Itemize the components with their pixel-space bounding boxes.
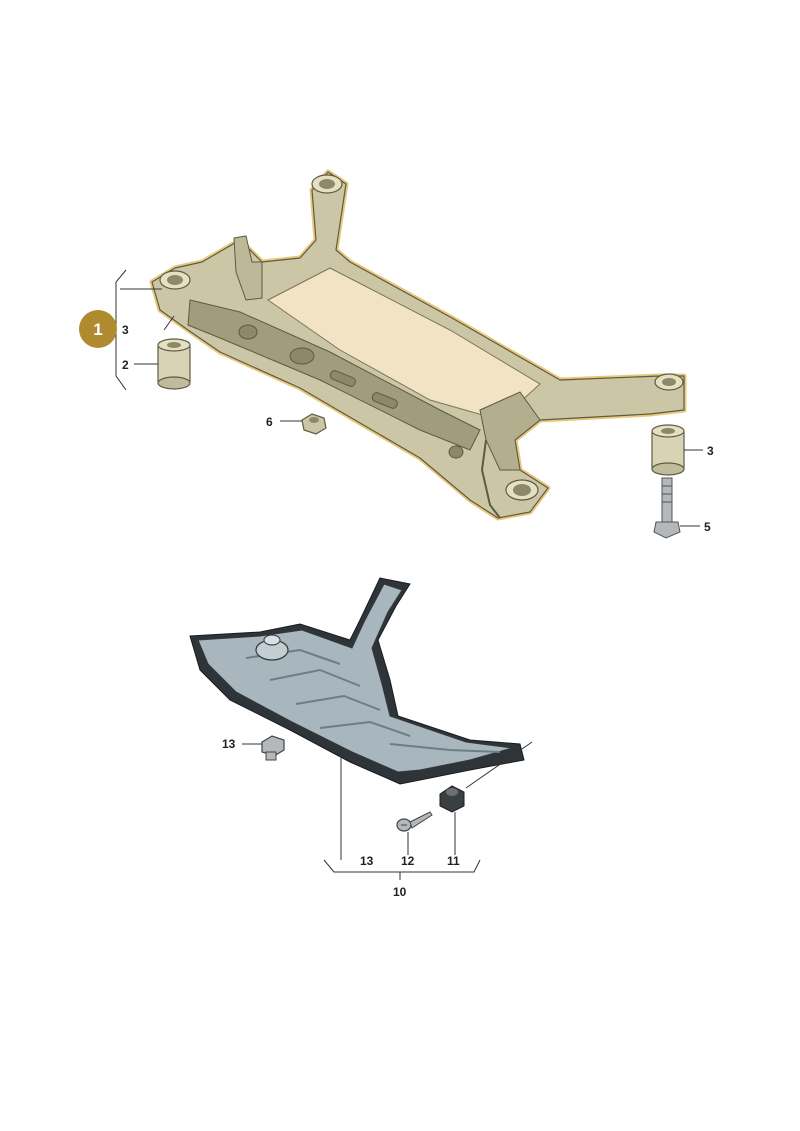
mount-top-rear-bore [319, 179, 335, 189]
subframe-bracket [233, 235, 263, 301]
callout-12: 12 [401, 854, 415, 868]
shield-rib [269, 668, 361, 687]
subframe-hole [289, 347, 315, 365]
callout-10: 10 [393, 885, 407, 899]
rear-subframe[interactable] [149, 169, 687, 521]
callout-11: 11 [447, 854, 460, 868]
subframe-slot [371, 392, 398, 409]
callout-6: 6 [266, 415, 273, 429]
bushing-right[interactable] [651, 424, 685, 476]
bolt[interactable] [653, 477, 681, 539]
subframe-right-rail [479, 391, 541, 471]
nut[interactable] [301, 413, 327, 435]
mount-front-left-bore [167, 275, 183, 285]
shield-rib [319, 720, 411, 737]
shield-rib [295, 694, 381, 711]
subframe-slot [329, 370, 356, 387]
callout-5: 5 [704, 520, 711, 534]
mount-front-right-bore [513, 484, 531, 496]
subframe-hole [448, 445, 464, 459]
callout-3-right: 3 [707, 444, 714, 458]
callout-3-left: 3 [122, 323, 129, 337]
group-badge: 1 [79, 310, 117, 348]
group-badge-label: 1 [93, 320, 102, 339]
shield-rib [389, 743, 501, 753]
shield-boss-hole [263, 634, 281, 646]
underbody-shield[interactable] [189, 577, 525, 785]
clip[interactable] [439, 785, 465, 813]
shield-nut[interactable] [261, 735, 285, 761]
callout-13-top: 13 [222, 737, 236, 751]
subframe-hole [238, 324, 258, 340]
shield-panel [197, 583, 513, 773]
bushing-left[interactable] [157, 338, 191, 390]
callout-13-bottom: 13 [360, 854, 374, 868]
mount-right-bore [662, 378, 676, 386]
screw[interactable] [396, 811, 433, 832]
subframe-brake-line [480, 439, 501, 519]
callout-2: 2 [122, 358, 129, 372]
